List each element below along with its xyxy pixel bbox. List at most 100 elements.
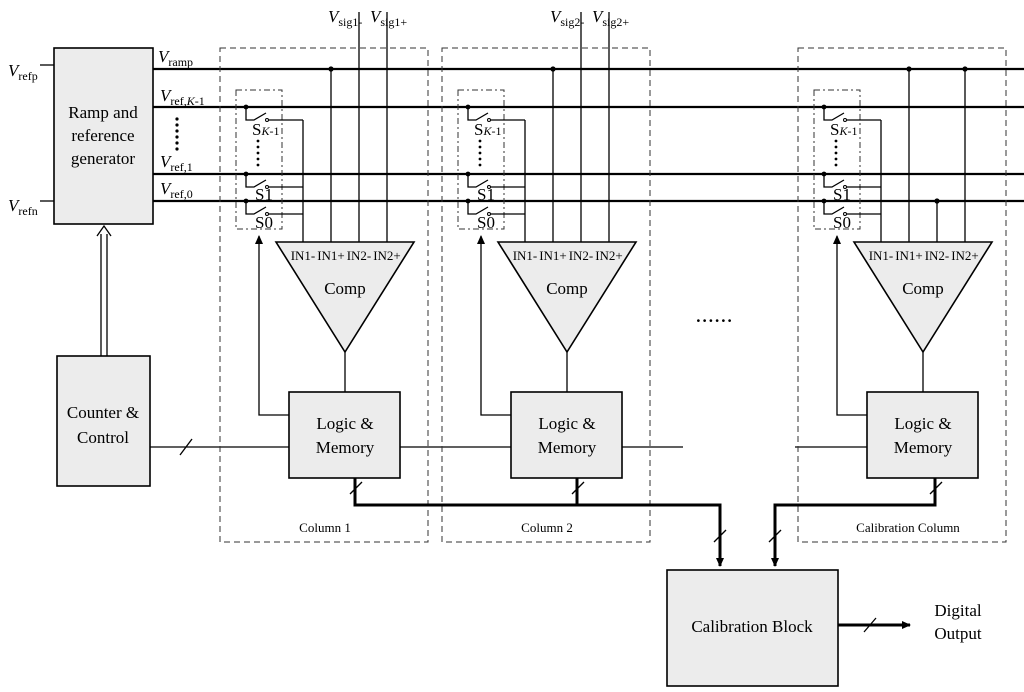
column-3: Calibration Column SK-1S1S0IN1-IN1+IN2-IN… xyxy=(797,47,1007,543)
comparator xyxy=(274,241,416,354)
logic-memory-block xyxy=(866,391,979,479)
ramp-generator-label-2: reference xyxy=(71,126,134,145)
counter-label-2: Control xyxy=(77,428,129,447)
ellipsis-dot xyxy=(834,151,838,155)
switch-sk1 xyxy=(821,104,881,122)
comparator-input-in2p: IN2+ xyxy=(951,248,979,263)
ellipsis-dot xyxy=(256,157,260,161)
switch-control-arrow xyxy=(477,235,511,416)
logic-label-2: Memory xyxy=(316,438,375,457)
vsig-plus-label: Vsig2+ xyxy=(592,7,629,29)
logic-memory-block xyxy=(288,391,401,479)
ellipsis-dot xyxy=(256,145,260,149)
logic-memory-block xyxy=(510,391,623,479)
switch-control-arrow xyxy=(255,235,289,416)
ramp-reference-generator-block xyxy=(53,47,154,225)
comparator-label: Comp xyxy=(546,279,588,298)
ellipsis-dot xyxy=(834,157,838,161)
comparator xyxy=(852,241,994,354)
logic-label-2: Memory xyxy=(894,438,953,457)
vref-k-1-label: Vref,K-1 xyxy=(160,86,205,108)
comparator-label: Comp xyxy=(902,279,944,298)
column-label: Column 2 xyxy=(521,520,573,535)
column-label: Calibration Column xyxy=(856,520,960,535)
switch-1-label: S1 xyxy=(477,185,495,204)
vref-0-label: Vref,0 xyxy=(160,179,193,201)
junction-dot xyxy=(550,66,556,72)
ellipsis-dot xyxy=(834,163,838,167)
ellipsis-dot xyxy=(478,145,482,149)
column-boundary xyxy=(797,47,1007,543)
vsig-plus-label: Vsig1+ xyxy=(370,7,407,29)
comparator-input-in2m: IN2- xyxy=(347,248,372,263)
switch-group-boundary xyxy=(457,89,505,230)
switch-k-1-label: SK-1 xyxy=(252,120,279,139)
ellipsis-dot xyxy=(256,139,260,143)
column-boundary xyxy=(441,47,651,543)
counter-label-1: Counter & xyxy=(67,403,139,422)
switch-0-label: S0 xyxy=(255,213,273,232)
ellipsis-dot xyxy=(478,151,482,155)
column-label: Column 1 xyxy=(299,520,351,535)
comparator-input-in2p: IN2+ xyxy=(373,248,401,263)
switch-sk1 xyxy=(243,104,303,122)
digital-output-label-1: Digital xyxy=(934,601,981,620)
ellipsis-dot xyxy=(834,145,838,149)
comparator-input-in2p: IN2+ xyxy=(595,248,623,263)
comparator-input-in2m: IN2- xyxy=(569,248,594,263)
control-bus-arrow xyxy=(96,224,112,356)
switch-control-arrow xyxy=(833,235,867,416)
switch-s0 xyxy=(243,198,303,216)
vertical-ellipsis xyxy=(175,117,179,151)
data-bus xyxy=(349,478,943,567)
comparator-input-in1p: IN1+ xyxy=(895,248,923,263)
switch-1-label: S1 xyxy=(255,185,273,204)
switch-s1 xyxy=(465,171,525,189)
switch-s0 xyxy=(465,198,525,216)
comparator-input-in2m: IN2- xyxy=(925,248,950,263)
switch-s0 xyxy=(821,198,881,216)
switch-s1 xyxy=(821,171,881,189)
calibration-block-label: Calibration Block xyxy=(691,617,813,636)
comparator-input-in1m: IN1- xyxy=(869,248,894,263)
counter-control-block xyxy=(56,355,151,487)
ellipsis-dot xyxy=(478,163,482,167)
column-ellipsis: ...... xyxy=(696,307,734,326)
comparator-input-in1m: IN1- xyxy=(291,248,316,263)
comparator xyxy=(496,241,638,354)
junction-dot xyxy=(962,66,968,72)
switch-group-boundary xyxy=(235,89,283,230)
comparator-input-in1p: IN1+ xyxy=(317,248,345,263)
switch-1-label: S1 xyxy=(833,185,851,204)
junction-dot xyxy=(328,66,334,72)
column-2: Column 2SK-1S1S0Vsig2-Vsig2+IN1-IN1+IN2-… xyxy=(441,7,651,543)
vramp-label: Vramp xyxy=(158,47,193,69)
ellipsis-dot xyxy=(834,139,838,143)
ellipsis-dot xyxy=(256,163,260,167)
comparator-input-in1p: IN1+ xyxy=(539,248,567,263)
ramp-generator-label-1: Ramp and xyxy=(68,103,138,122)
comparator-label: Comp xyxy=(324,279,366,298)
column-boundary xyxy=(219,47,429,543)
vrefn-label: Vrefn xyxy=(8,196,38,218)
calibration-block xyxy=(666,569,839,687)
switch-sk1 xyxy=(465,104,525,122)
switch-k-1-label: SK-1 xyxy=(474,120,501,139)
ellipsis-dot xyxy=(478,157,482,161)
switch-s1 xyxy=(243,171,303,189)
switch-0-label: S0 xyxy=(833,213,851,232)
switch-0-label: S0 xyxy=(477,213,495,232)
logic-label-1: Logic & xyxy=(316,414,373,433)
ellipsis-dot xyxy=(256,151,260,155)
vsig-minus-label: Vsig1- xyxy=(328,7,362,29)
logic-label-1: Logic & xyxy=(538,414,595,433)
logic-label-1: Logic & xyxy=(894,414,951,433)
comparator-input-in1m: IN1- xyxy=(513,248,538,263)
switch-group-boundary xyxy=(813,89,861,230)
ellipsis-dot xyxy=(478,139,482,143)
vrefp-label: Vrefp xyxy=(8,61,38,83)
switch-k-1-label: SK-1 xyxy=(830,120,857,139)
vref-1-label: Vref,1 xyxy=(160,152,193,174)
junction-dot xyxy=(906,66,912,72)
